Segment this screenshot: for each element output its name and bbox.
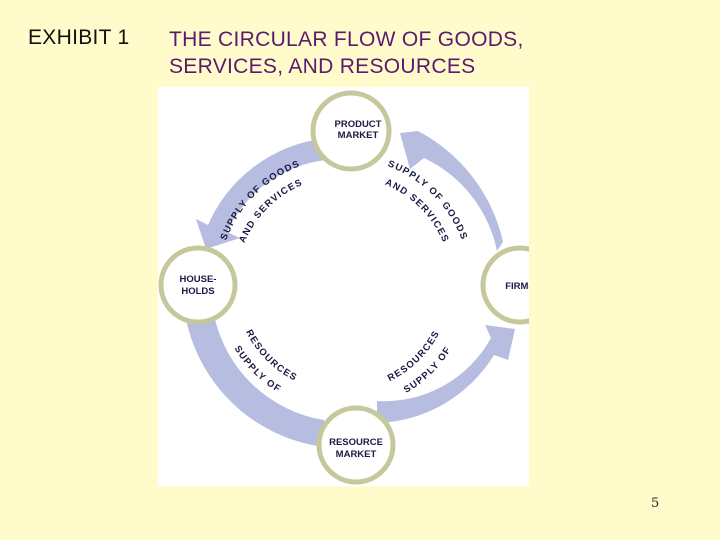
flow-label-top-right-line-2: AND SERVICES — [383, 177, 451, 245]
slide-title: THE CIRCULAR FLOW OF GOODS, SERVICES, AN… — [169, 26, 524, 80]
node-product-market: PRODUCT MARKET — [310, 90, 392, 172]
slide-title-line-2: SERVICES, AND RESOURCES — [169, 55, 476, 78]
circular-flow-svg: SUPPLY OF GOODS AND SERVICES SUPPLY OF G… — [158, 90, 529, 485]
arrow-top-left — [196, 139, 326, 249]
arrow-top-right — [400, 131, 503, 251]
node-product-market-line-1: PRODUCT — [335, 119, 382, 130]
node-households-line-2: HOLDS — [181, 286, 214, 297]
node-resource-market-line-1: RESOURCE — [329, 437, 383, 448]
arrow-bottom-left — [186, 315, 324, 447]
flow-arrows — [186, 131, 515, 447]
node-households-line-1: HOUSE- — [180, 274, 217, 285]
page-number: 5 — [651, 496, 660, 511]
node-product-market-line-2: MARKET — [338, 130, 379, 141]
circular-flow-diagram: SUPPLY OF GOODS AND SERVICES SUPPLY OF G… — [158, 87, 529, 486]
node-households: HOUSE- HOLDS — [158, 245, 238, 325]
node-firms: FIRMS — [480, 245, 529, 325]
slide-title-line-1: THE CIRCULAR FLOW OF GOODS, — [169, 28, 524, 51]
arrow-bottom-right — [377, 325, 515, 423]
node-firms-line-1: FIRMS — [505, 281, 529, 292]
flow-labels: SUPPLY OF GOODS AND SERVICES SUPPLY OF G… — [218, 158, 468, 395]
node-resource-market-line-2: MARKET — [336, 449, 377, 460]
exhibit-label: EXHIBIT 1 — [28, 26, 130, 49]
node-resource-market: RESOURCE MARKET — [316, 405, 396, 485]
